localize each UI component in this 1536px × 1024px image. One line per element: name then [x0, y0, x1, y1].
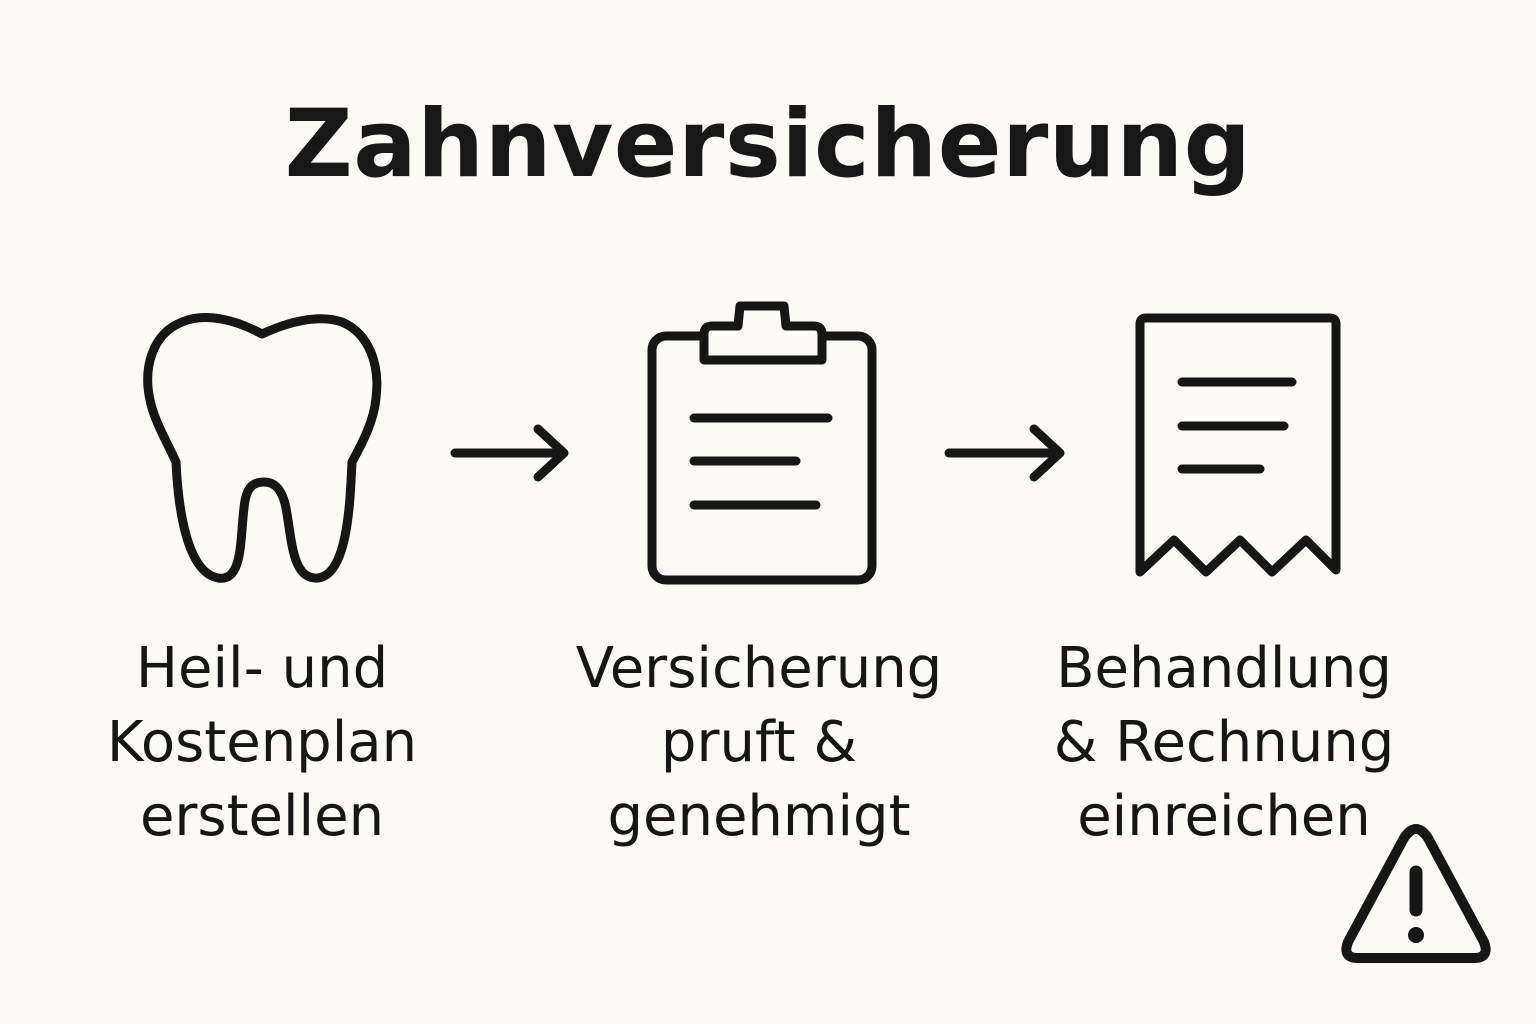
step-label-line: pruft & — [660, 710, 858, 775]
step-label-line: Versicherung — [575, 636, 943, 701]
step-label-line: einreichen — [1077, 784, 1371, 849]
step-label-plan: Heil- und Kostenplan erstellen — [60, 632, 464, 854]
step-label-approval: Versicherung pruft & genehmigt — [536, 632, 982, 854]
step-label-line: Heil- und — [135, 636, 389, 701]
step-label-line: & Rechnung — [1053, 710, 1395, 775]
clipboard-icon — [647, 301, 877, 585]
step-label-line: Behandlung — [1056, 636, 1392, 701]
step-label-line: genehmigt — [607, 784, 911, 849]
arrow-right-icon — [450, 424, 569, 482]
receipt-icon — [1135, 313, 1341, 577]
tooth-icon — [143, 313, 382, 583]
step-label-line: erstellen — [139, 784, 385, 849]
warning-icon — [1341, 824, 1491, 963]
step-label-line: Kostenplan — [106, 710, 418, 775]
step-label-invoice: Behandlung & Rechnung einreichen — [1014, 632, 1434, 854]
diagram-title: Zahnversicherung — [284, 90, 1252, 199]
arrow-right-icon — [944, 424, 1065, 482]
